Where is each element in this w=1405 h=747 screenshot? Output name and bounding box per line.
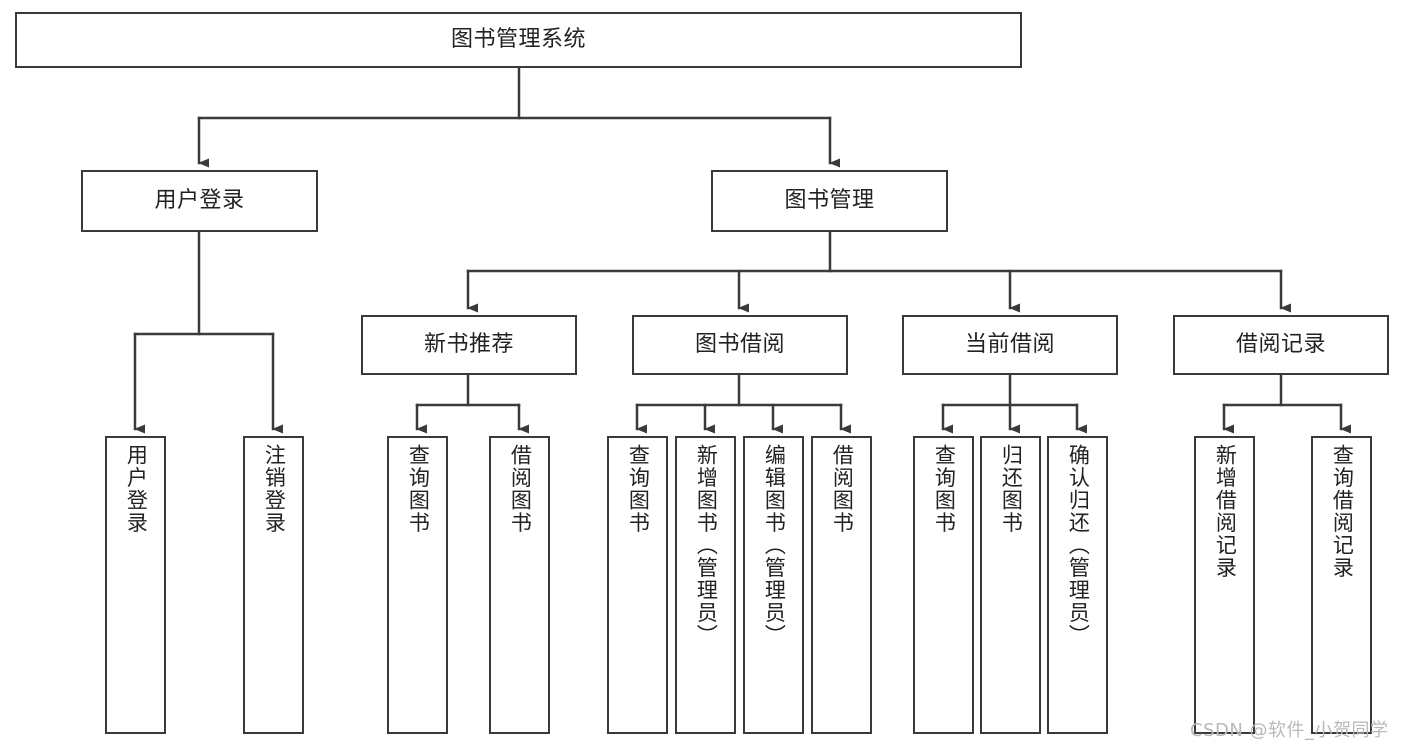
node-leaf-edit-book[interactable]: 编辑图书（管理员）: [743, 436, 804, 734]
node-leaf-add-book[interactable]: 新增图书（管理员）: [675, 436, 736, 734]
node-leaf-user-login[interactable]: 用户登录: [105, 436, 166, 734]
node-current-borrow[interactable]: 当前借阅: [902, 315, 1118, 375]
node-root[interactable]: 图书管理系统: [15, 12, 1022, 68]
node-leaf-logout[interactable]: 注销登录: [243, 436, 304, 734]
node-borrow-record-label: 借阅记录: [1235, 331, 1326, 357]
node-leaf-return-book[interactable]: 归还图书: [980, 436, 1041, 734]
node-book-manage[interactable]: 图书管理: [711, 170, 948, 232]
csdn-watermark: CSDN @软件_小贺同学: [1190, 720, 1389, 741]
node-leaf-borrow-book-2-label: 借阅图书: [830, 444, 855, 534]
node-leaf-user-login-label: 用户登录: [124, 444, 149, 534]
node-leaf-query-book-2[interactable]: 查询图书: [607, 436, 668, 734]
node-leaf-return-book-label: 归还图书: [999, 444, 1024, 534]
node-new-book-rec[interactable]: 新书推荐: [361, 315, 577, 375]
node-leaf-borrow-book-1-label: 借阅图书: [508, 444, 533, 534]
node-leaf-query-book-3[interactable]: 查询图书: [913, 436, 974, 734]
node-leaf-query-record[interactable]: 查询借阅记录: [1311, 436, 1372, 734]
node-leaf-borrow-book-1[interactable]: 借阅图书: [489, 436, 550, 734]
node-root-label: 图书管理系统: [450, 26, 586, 52]
node-user-login-label: 用户登录: [154, 187, 245, 213]
node-leaf-query-book-3-label: 查询图书: [932, 444, 957, 534]
node-book-borrow-label: 图书借阅: [694, 331, 785, 357]
node-leaf-query-book-1-label: 查询图书: [406, 444, 431, 534]
node-leaf-borrow-book-2[interactable]: 借阅图书: [811, 436, 872, 734]
node-leaf-query-book-1[interactable]: 查询图书: [387, 436, 448, 734]
node-book-manage-label: 图书管理: [784, 187, 875, 213]
node-leaf-logout-label: 注销登录: [262, 444, 287, 534]
node-new-book-rec-label: 新书推荐: [423, 331, 514, 357]
node-current-borrow-label: 当前借阅: [964, 331, 1055, 357]
node-borrow-record[interactable]: 借阅记录: [1173, 315, 1389, 375]
node-leaf-query-record-label: 查询借阅记录: [1330, 444, 1355, 579]
node-leaf-confirm-return-label: 确认归还（管理员）: [1066, 444, 1091, 647]
node-leaf-add-record[interactable]: 新增借阅记录: [1194, 436, 1255, 734]
node-leaf-add-record-label: 新增借阅记录: [1213, 444, 1238, 579]
node-user-login[interactable]: 用户登录: [81, 170, 318, 232]
node-leaf-add-book-label: 新增图书（管理员）: [694, 444, 719, 647]
node-leaf-query-book-2-label: 查询图书: [626, 444, 651, 534]
node-leaf-edit-book-label: 编辑图书（管理员）: [762, 444, 787, 647]
node-leaf-confirm-return[interactable]: 确认归还（管理员）: [1047, 436, 1108, 734]
node-book-borrow[interactable]: 图书借阅: [632, 315, 848, 375]
